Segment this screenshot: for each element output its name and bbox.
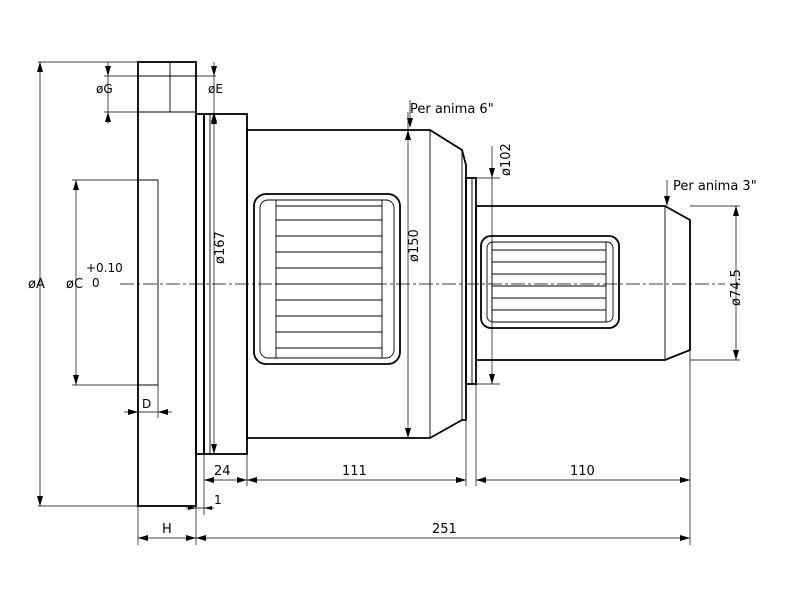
label-1: 1 [214,493,222,507]
label-dia-102: ø102 [499,143,514,176]
dimension-dia-150 [405,112,411,438]
label-dia-167: ø167 [213,231,228,264]
dimension-111 [247,477,466,483]
dimension-dia-745 [690,205,740,361]
dimension-h [138,535,196,541]
spline-teeth-small [491,242,607,322]
dimension-dia-102 [476,146,500,385]
dimension-1 [186,506,214,510]
shoulder-ring [465,177,477,385]
label-dia-745: ø74.5 [729,269,744,306]
label-110: 110 [570,464,595,479]
dimension-110 [476,477,690,483]
label-d: D [142,397,151,411]
dimension-dia-c [72,179,138,386]
dimension-24 [204,477,247,483]
label-24: 24 [214,464,231,479]
dimension-d [124,385,172,418]
label-dia-g: øG [96,82,113,96]
tolerance-lower: 0 [92,276,100,290]
output-shaft [475,205,691,361]
label-dia-a: øA [28,277,45,292]
label-dia-c: øC [66,277,83,292]
note-per-anima-6: Per anima 6" [410,102,494,117]
label-251: 251 [432,522,457,537]
label-111: 111 [342,464,367,479]
note-per-anima-3: Per anima 3" [673,179,757,194]
dimension-dia-g [104,62,138,124]
tolerance-upper: +0.10 [86,261,123,275]
dimension-dia-a [37,61,138,507]
dimension-dia-167 [211,114,217,454]
spline-teeth-large [275,200,383,358]
label-h: H [162,522,172,537]
dimension-251 [196,535,690,541]
label-dia-e: øE [208,82,223,96]
label-dia-150: ø150 [407,229,422,262]
main-body [246,129,467,439]
extension-lines [137,350,691,545]
